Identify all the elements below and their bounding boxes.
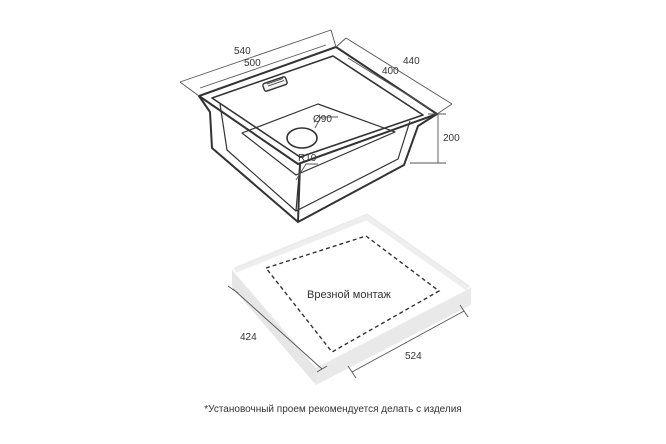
dim-inner-width: 500 bbox=[244, 58, 261, 69]
sink-outer-rim bbox=[198, 46, 438, 165]
dim-cutout-width: 524 bbox=[405, 351, 422, 362]
dim-line-540 bbox=[179, 29, 337, 97]
dim-radius: R10 bbox=[298, 153, 317, 164]
sink-bowl-inner bbox=[219, 103, 411, 212]
dim-drain: Ø90 bbox=[313, 114, 332, 125]
dim-height: 200 bbox=[443, 133, 460, 144]
dim-line-500 bbox=[199, 44, 327, 89]
sink-body-outline bbox=[198, 95, 438, 223]
overflow-slot bbox=[262, 76, 288, 92]
board-side-left bbox=[232, 270, 316, 385]
board-edge-shade bbox=[233, 214, 470, 291]
board-side-right bbox=[316, 288, 471, 385]
dim-outer-width: 540 bbox=[234, 46, 251, 57]
dim-outer-depth: 440 bbox=[403, 56, 420, 67]
sink-dimension-labels: 540 500 440 400 200 Ø90 R10 bbox=[234, 46, 460, 164]
footnote: *Установочный проем рекомендуется делать… bbox=[204, 404, 462, 415]
dim-line-440 bbox=[335, 37, 453, 115]
cutout-outline bbox=[264, 235, 441, 353]
dim-line-524 bbox=[347, 304, 469, 379]
sink-bowl-bottom bbox=[241, 103, 396, 176]
dim-cutout-depth: 424 bbox=[240, 332, 257, 343]
cutout-dimensions bbox=[227, 285, 469, 379]
countertop-board bbox=[231, 213, 472, 385]
dim-line-200 bbox=[410, 113, 446, 164]
leader-drain bbox=[314, 116, 338, 129]
cutout-label: Врезной монтаж bbox=[307, 289, 392, 301]
dim-line-424 bbox=[227, 285, 328, 373]
dim-line-400 bbox=[347, 57, 433, 111]
leader-radius bbox=[295, 163, 318, 181]
dim-inner-depth: 400 bbox=[382, 66, 399, 77]
drain-hole bbox=[286, 127, 318, 149]
sink-drawing bbox=[198, 46, 438, 223]
sink-dimensions bbox=[179, 29, 453, 181]
sink-inner-rim bbox=[211, 55, 424, 158]
